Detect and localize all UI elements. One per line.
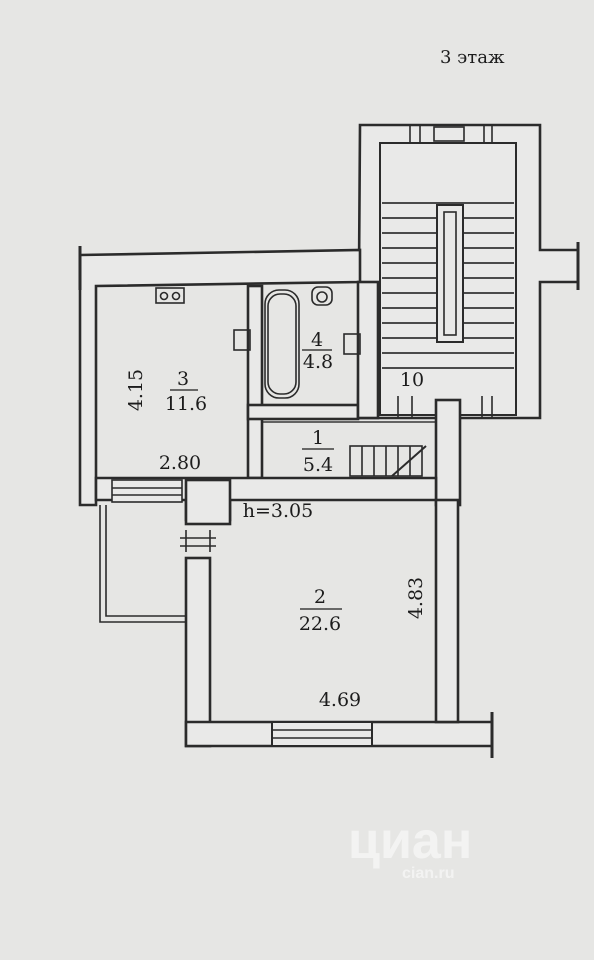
entry-steps bbox=[349, 445, 427, 477]
room-3-width-dimension: 2.80 bbox=[159, 452, 201, 474]
room-2-width-dimension: 4.69 bbox=[319, 689, 361, 711]
room-4-number: 4 bbox=[311, 329, 323, 351]
bathroom-fixtures bbox=[155, 286, 361, 399]
bathtub-icon bbox=[264, 289, 300, 399]
watermark-logo: циан bbox=[348, 812, 472, 870]
room-3-length-dimension: 4.15 bbox=[125, 369, 147, 411]
stair-label: 10 bbox=[400, 369, 424, 391]
stair-well-opening bbox=[436, 204, 464, 343]
watermark-subtext: cian.ru bbox=[402, 865, 454, 882]
room-3-area: 11.6 bbox=[165, 393, 207, 415]
ceiling-height-label: h=3.05 bbox=[243, 500, 313, 522]
sink-icon bbox=[343, 333, 361, 355]
stairwell bbox=[356, 123, 580, 420]
room-1-area: 5.4 bbox=[303, 454, 333, 476]
room-3-number: 3 bbox=[177, 368, 189, 390]
room-2-length-dimension: 4.83 bbox=[405, 577, 427, 619]
watermark: циан cian.ru bbox=[348, 812, 472, 882]
floor-label: 3 этаж bbox=[440, 47, 505, 68]
room-1-number: 1 bbox=[312, 427, 324, 449]
apartment-walls bbox=[78, 246, 494, 758]
toilet-icon bbox=[311, 286, 333, 306]
room-2-area: 22.6 bbox=[299, 613, 341, 635]
room-4-area: 4.8 bbox=[303, 351, 333, 373]
stove-icon bbox=[155, 287, 185, 304]
room-2-number: 2 bbox=[314, 586, 326, 608]
